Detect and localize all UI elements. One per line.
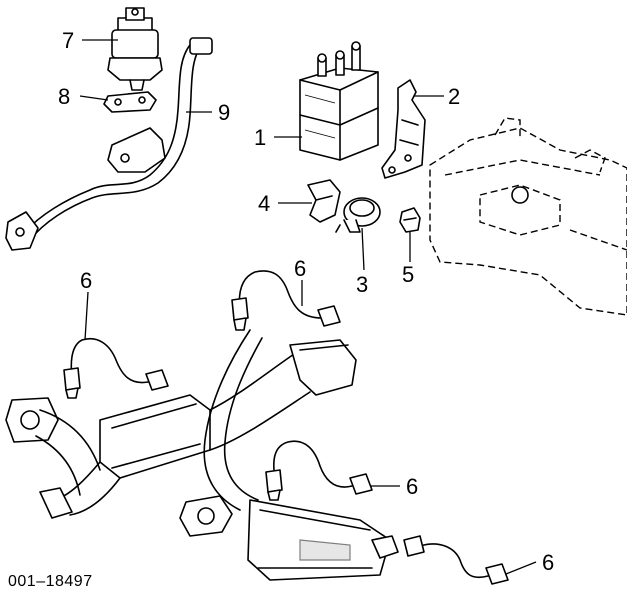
callout-5: 5 [402,262,414,287]
oxygen-sensor-lower-right [403,535,509,585]
egr-valve [107,7,163,91]
callout-6-upper-middle: 6 [294,256,306,281]
callout-6-upper-left: 6 [80,268,92,293]
egr-tube [5,37,213,251]
egr-gasket [103,91,157,113]
leader-lines [79,39,537,575]
callout-6-lower-right: 6 [542,550,554,575]
oxygen-sensor-upper-middle [231,270,341,331]
callout-1: 1 [254,125,266,150]
oxygen-sensor-upper-left [63,338,169,399]
oxygen-sensor-lower-middle [265,440,373,501]
fuel-tank [429,117,627,316]
callout-4: 4 [258,191,270,216]
exhaust-assembly [5,329,399,581]
callout-8: 8 [58,84,70,109]
reference-number: 001–18497 [8,573,93,590]
callout-2: 2 [448,84,460,109]
callout-3: 3 [356,272,368,297]
retaining-clip [399,207,421,233]
vent-solenoid [335,197,381,233]
callout-9: 9 [218,100,230,125]
callout-6-lower-middle: 6 [406,474,418,499]
canister-bracket [381,79,426,179]
vent-valve-bracket [307,179,341,223]
evap-canister [299,41,379,161]
callout-7: 7 [62,28,74,53]
